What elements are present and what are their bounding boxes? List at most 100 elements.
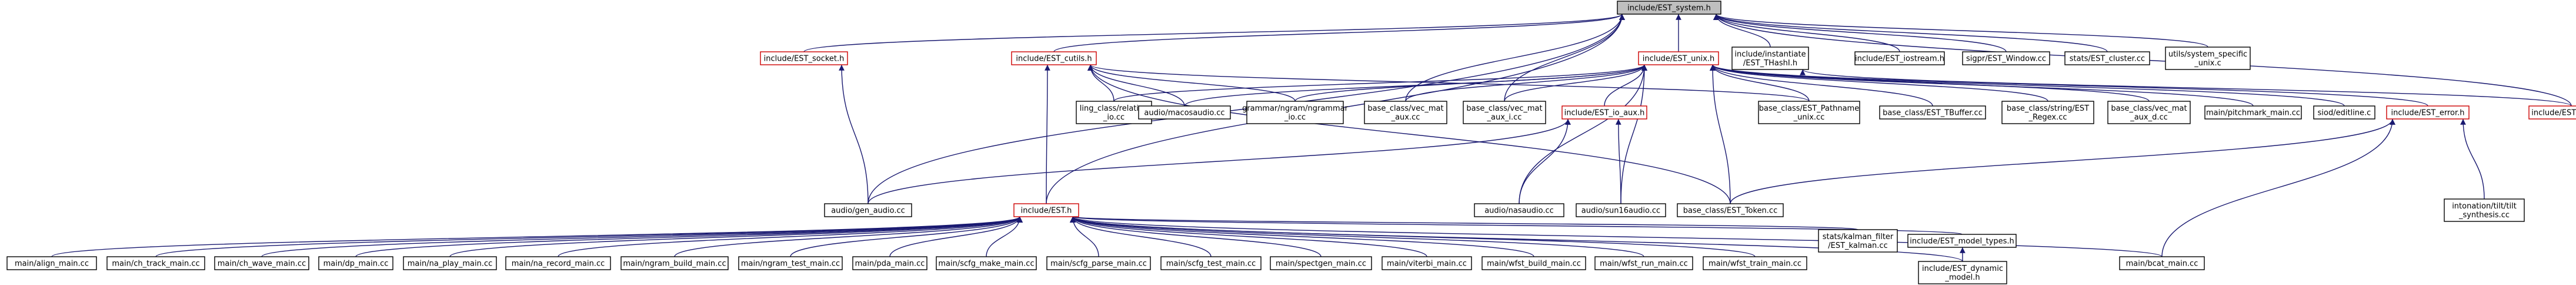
node-label: stats/kalman_filter	[1823, 233, 1894, 241]
node-naplay[interactable]: main/na_play_main.cc	[403, 256, 497, 270]
node-pathname[interactable]: base_class/EST_Pathname_unix.cc	[1758, 101, 1860, 124]
node-box	[1594, 256, 1693, 270]
node-thash[interactable]: include/EST_THash.h	[2528, 105, 2576, 120]
node-box	[852, 256, 927, 270]
edge-ngramtest-to-est	[790, 216, 1023, 257]
edge-cutils-to-root	[1053, 14, 1625, 52]
node-vecmatauxd[interactable]: base_class/vec_mat_aux_d.cc	[2107, 101, 2191, 124]
node-pda[interactable]: main/pda_main.cc	[852, 256, 927, 270]
node-bcat[interactable]: main/bcat_main.cc	[2119, 256, 2205, 270]
node-ngramtest[interactable]: main/ngram_test_main.cc	[738, 256, 843, 270]
node-label: include/EST_error.h	[2391, 109, 2464, 118]
edge-wfstrun-to-est	[1070, 216, 1644, 257]
edge-nasaudio-to-unix	[1519, 64, 1647, 204]
node-box	[214, 256, 309, 270]
node-window[interactable]: sigpr/EST_Window.cc	[1962, 51, 2050, 65]
node-box	[1879, 105, 1986, 120]
node-macosaudio[interactable]: audio/macosaudio.cc	[1138, 105, 1231, 120]
node-est[interactable]: include/EST.h	[1013, 203, 1079, 217]
node-cluster[interactable]: stats/EST_cluster.cc	[2064, 51, 2150, 65]
node-box	[1382, 256, 1472, 270]
node-unix[interactable]: include/EST_unix.h	[1638, 51, 1719, 65]
node-viterbi[interactable]: main/viterbi_main.cc	[1382, 256, 1472, 270]
node-vecmatauxi[interactable]: base_class/vec_mat_aux_i.cc	[1463, 101, 1546, 124]
edge-relation-to-cutils	[1087, 64, 1115, 102]
node-token[interactable]: base_class/EST_Token.cc	[1677, 203, 1784, 217]
node-box	[6, 256, 97, 270]
node-scfgparse[interactable]: main/scfg_parse_main.cc	[1046, 256, 1151, 270]
node-dynmodel[interactable]: include/EST_dynamic_model.h	[1918, 261, 2007, 284]
node-box	[1481, 256, 1586, 270]
node-label: include/EST_iostream.h	[1855, 55, 1944, 64]
node-box	[1731, 47, 1809, 70]
node-chtrack[interactable]: main/ch_track_main.cc	[106, 256, 205, 270]
node-socket[interactable]: include/EST_socket.h	[760, 51, 848, 65]
edge-fregex-to-unix	[1710, 64, 2048, 102]
node-label: include/EST_io_aux.h	[1564, 109, 1645, 118]
node-pitchmark[interactable]: main/pitchmark_main.cc	[2204, 105, 2302, 120]
node-tilt[interactable]: intonation/tilt/tilt_synthesis.cc	[2444, 198, 2525, 222]
node-spectgen[interactable]: main/spectgen_main.cc	[1270, 256, 1372, 270]
node-label: include/instantiate	[1734, 50, 1806, 59]
node-narecord[interactable]: main/na_record_main.cc	[505, 256, 611, 270]
node-label: audio/gen_audio.cc	[831, 207, 905, 216]
node-nasaudio[interactable]: audio/nasaudio.cc	[1474, 203, 1564, 217]
edge-scfgmake-to-est	[986, 216, 1023, 257]
node-sunaudio[interactable]: audio/sun16audio.cc	[1576, 203, 1666, 217]
node-box	[1246, 101, 1344, 124]
node-modeltypes[interactable]: include/EST_model_types.h	[1907, 234, 2017, 248]
node-relation[interactable]: ling_class/relation_io.cc	[1076, 101, 1152, 124]
edge-cluster-to-root	[1713, 14, 2108, 52]
node-label: _unix.cc	[1793, 113, 1825, 122]
node-error[interactable]: include/EST_error.h	[2386, 105, 2470, 120]
node-box	[1474, 203, 1564, 217]
node-wfstrun[interactable]: main/wfst_run_main.cc	[1594, 256, 1693, 270]
node-label: include/EST_dynamic	[1922, 264, 2003, 273]
node-iostream[interactable]: include/EST_iostream.h	[1854, 51, 1945, 65]
node-label: main/na_play_main.cc	[408, 260, 493, 269]
edge-genaudio-to-root	[867, 14, 1625, 204]
node-box	[2528, 105, 2576, 120]
node-label: _model.h	[1944, 273, 1980, 282]
node-scfgmake[interactable]: main/scfg_make_main.cc	[936, 256, 1037, 270]
node-wfstbuild[interactable]: main/wfst_build_main.cc	[1481, 256, 1586, 270]
edge-relation-to-unix	[1113, 64, 1647, 102]
node-thashinst[interactable]: include/instantiate/EST_THashI.h	[1731, 47, 1809, 70]
node-align[interactable]: main/align_main.cc	[6, 256, 97, 270]
node-cutils[interactable]: include/EST_cutils.h	[1011, 51, 1097, 65]
node-tbuffer[interactable]: base_class/EST_TBuffer.cc	[1879, 105, 1986, 120]
node-box	[1463, 101, 1546, 124]
node-label: main/spectgen_main.cc	[1276, 260, 1366, 269]
node-kalman[interactable]: stats/kalman_filter/EST_kalman.cc	[1818, 229, 1898, 253]
node-label: base_class/EST_Token.cc	[1683, 207, 1777, 216]
node-box	[2204, 105, 2302, 120]
edge-pathname-to-cutils	[1087, 64, 1810, 102]
node-box	[1138, 105, 1231, 120]
node-box	[505, 256, 611, 270]
node-dp[interactable]: main/dp_main.cc	[318, 256, 393, 270]
node-ngramio[interactable]: grammar/ngram/ngrammar_io.cc	[1242, 101, 1349, 124]
node-label: _io.cc	[1284, 113, 1306, 122]
node-ngrambuild[interactable]: main/ngram_build_main.cc	[620, 256, 729, 270]
node-fregex[interactable]: base_class/string/EST_Regex.cc	[2001, 101, 2094, 124]
edge-genaudio-to-socket	[839, 64, 869, 204]
node-wfsttrain[interactable]: main/wfst_train_main.cc	[1703, 256, 1807, 270]
node-genaudio[interactable]: audio/gen_audio.cc	[824, 203, 912, 217]
node-siod[interactable]: siod/editline.c	[2313, 105, 2375, 120]
edge-error-to-unix	[1710, 64, 2428, 107]
node-ioaux[interactable]: include/EST_io_aux.h	[1561, 105, 1647, 120]
node-sysspec[interactable]: utils/system_specific_unix.c	[2165, 47, 2251, 70]
node-root[interactable]: include/EST_system.h	[1617, 1, 1721, 15]
node-scfgtest[interactable]: main/scfg_test_main.cc	[1160, 256, 1262, 270]
node-label: main/viterbi_main.cc	[1387, 260, 1467, 269]
node-box	[1160, 256, 1262, 270]
node-chwave[interactable]: main/ch_wave_main.cc	[214, 256, 309, 270]
edge-window-to-root	[1713, 14, 2007, 52]
node-box	[1576, 203, 1666, 217]
node-label: include/EST.h	[1021, 207, 1072, 216]
edge-sysspec-to-root	[1713, 14, 2208, 48]
node-box	[1703, 256, 1807, 270]
node-vecmataux[interactable]: base_class/vec_mat_aux.cc	[1364, 101, 1447, 124]
node-label: base_class/vec_mat	[1466, 104, 1542, 113]
node-box	[2386, 105, 2470, 120]
